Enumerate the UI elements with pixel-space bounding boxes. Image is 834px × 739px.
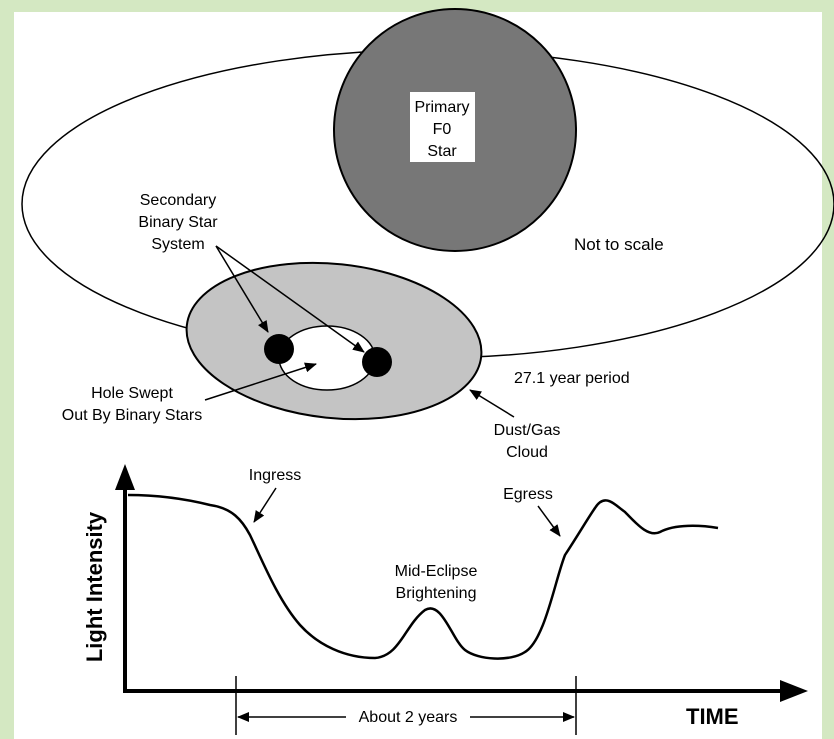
- hole-label-line1: Hole Swept: [91, 385, 173, 402]
- span-label: About 2 years: [359, 709, 458, 726]
- primary-star-label-line1: Primary: [414, 99, 469, 116]
- brightening-label-line2: Brightening: [396, 585, 477, 602]
- period-label: 27.1 year period: [514, 370, 630, 387]
- brightening-label-line1: Mid-Eclipse: [395, 563, 478, 580]
- ingress-label: Ingress: [249, 467, 301, 484]
- x-axis-arrowhead: [780, 680, 808, 702]
- secondary-arrow-b: [215, 245, 365, 353]
- egress-arrow: [537, 505, 561, 537]
- egress-label: Egress: [503, 486, 553, 503]
- secondary-label-line1: Secondary: [140, 192, 217, 209]
- y-axis-title: Light Intensity: [82, 511, 107, 662]
- cloud-arrow: [469, 389, 515, 418]
- swept-hole: [278, 325, 376, 391]
- secondary-arrow-a: [215, 245, 269, 333]
- x-axis-title: TIME: [686, 704, 739, 729]
- ingress-arrow: [253, 487, 277, 523]
- y-axis-arrowhead: [115, 464, 135, 490]
- secondary-label-line2: Binary Star: [138, 214, 218, 231]
- light-curve: [127, 493, 719, 660]
- secondary-label-line3: System: [151, 236, 204, 253]
- primary-star-label-box: [410, 92, 475, 162]
- primary-star-label-line2: F0: [433, 121, 452, 138]
- cloud-label-line2: Cloud: [506, 444, 548, 461]
- binary-star-b: [362, 347, 392, 377]
- primary-star-label-line3: Star: [427, 143, 457, 160]
- hole-arrow: [204, 362, 317, 401]
- cloud-label-line1: Dust/Gas: [494, 422, 561, 439]
- binary-star-a: [264, 334, 294, 364]
- hole-label-line2: Out By Binary Stars: [62, 407, 203, 424]
- not-to-scale-label: Not to scale: [574, 235, 664, 254]
